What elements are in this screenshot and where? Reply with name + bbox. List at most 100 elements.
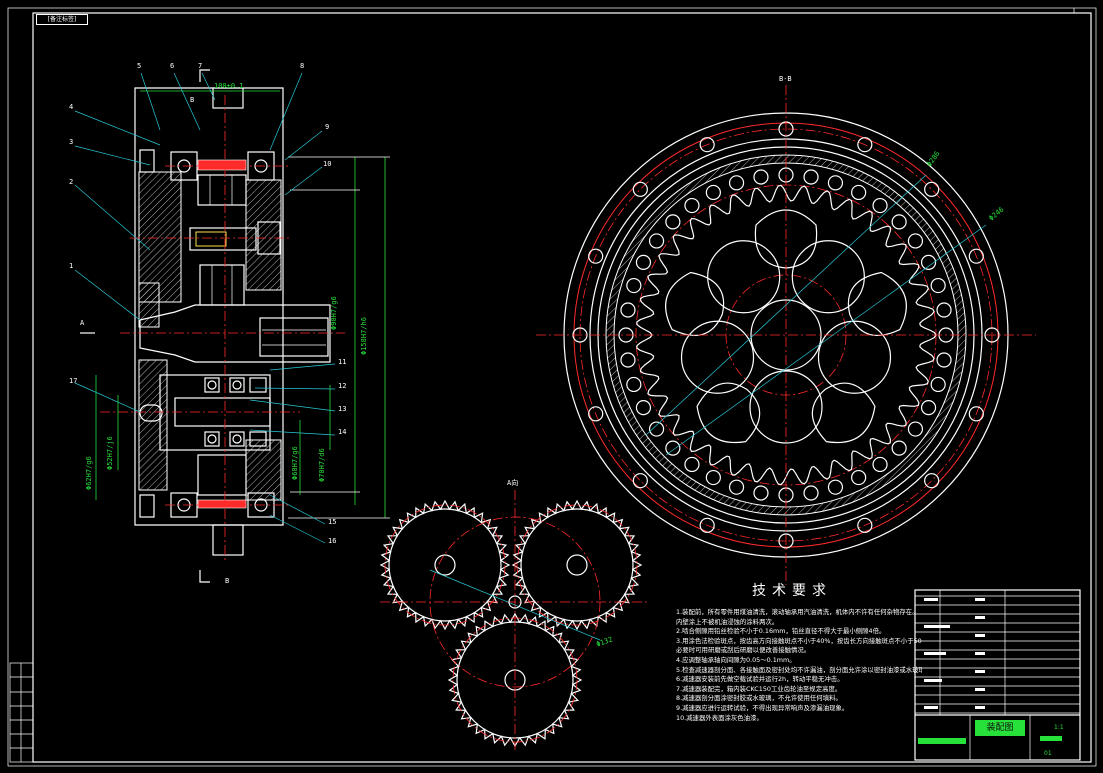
pin <box>803 169 819 185</box>
tech-req-item: 2.啮合侧隙用铅丝检验不小于0.16mm，铅丝直径不得大于最小侧隙4倍。 <box>676 627 886 636</box>
bolt-hole <box>857 517 873 533</box>
gear-pitch-circle <box>516 504 638 626</box>
arrow-label-b-bottom: B <box>225 577 230 585</box>
cutout-lobe <box>696 382 761 444</box>
pin <box>920 254 937 270</box>
pin <box>648 421 665 437</box>
bolt-hole <box>968 406 984 422</box>
title-block-entry <box>924 652 946 655</box>
title-block-entry <box>924 679 942 682</box>
pin <box>684 197 700 214</box>
bolt-hole <box>632 181 648 197</box>
title-block-entry <box>975 688 985 691</box>
part-number: 11 <box>338 358 347 366</box>
title-block-entry <box>975 706 985 709</box>
tech-req-item: 5.检查减速器剖分面、各接触面及密封处均不许漏油，剖分面允许涂以密封油漆或水玻璃… <box>676 665 922 674</box>
pin <box>891 440 907 456</box>
title-block-entry <box>975 634 985 637</box>
part-number: 8 <box>300 62 305 70</box>
part-number: 1 <box>69 262 74 270</box>
pin <box>930 376 946 393</box>
tech-req-item: 必要时可用研磨或刮后研磨以便改善接触情况。 <box>676 646 811 655</box>
pin <box>851 469 867 486</box>
pin <box>872 197 888 214</box>
inner-frame <box>32 12 1092 763</box>
pin <box>827 175 844 191</box>
fit-label: Φ62H7/g6 <box>85 456 93 490</box>
leader-lines <box>74 72 336 544</box>
arrow-label-a: A <box>80 319 85 327</box>
bolt-hole <box>699 517 715 533</box>
title-block-entry <box>924 598 938 601</box>
section-label: B-B <box>779 75 792 83</box>
part-number: 3 <box>69 138 74 146</box>
pin <box>851 184 867 201</box>
tech-req-item: 内壁涂上不被机油浸蚀的涂料两次。 <box>676 617 779 626</box>
bolt-hole <box>857 137 873 153</box>
pin <box>620 352 636 368</box>
pin <box>635 254 652 270</box>
cutout-lobe <box>811 382 876 444</box>
title-block-entry <box>975 652 985 655</box>
round-hole <box>680 320 755 394</box>
bolt-hole <box>968 248 984 264</box>
gear-outline <box>447 612 583 748</box>
gear-outline <box>511 499 643 631</box>
fit-label: Φ90H7/g6 <box>330 296 338 330</box>
tech-req-item: 9.减速器应进行运转试验，不得出现异常响声及渗漏油现象。 <box>676 703 849 712</box>
gear-bore <box>434 554 456 576</box>
tech-req-item: 3.用涂色法检验斑点，按齿高方向接触斑点不小于40%，按齿长方向接触斑点不小于5… <box>676 636 922 645</box>
pin <box>626 376 642 393</box>
pin <box>872 456 888 473</box>
gear-rim <box>520 508 634 622</box>
fit-label: Φ60H7/g6 <box>291 446 299 480</box>
pin <box>827 479 844 495</box>
sheet-number: 01 <box>1044 750 1052 757</box>
section-view <box>80 69 390 583</box>
pin <box>705 184 721 201</box>
part-number: 15 <box>328 518 337 526</box>
part-number: 2 <box>69 178 74 186</box>
gear-outline <box>379 499 511 631</box>
pin <box>648 233 665 249</box>
round-hole <box>707 240 781 314</box>
title-block <box>914 589 1081 761</box>
view-label: A向 <box>507 479 519 487</box>
gear-view <box>379 490 650 750</box>
fit-label: Φ52H7/j6 <box>106 436 114 470</box>
part-number: 14 <box>338 428 347 436</box>
pin <box>753 169 769 185</box>
tech-req-item: 8.减速器剖分面涂密封胶或水玻璃，不允许使用任何填料。 <box>676 694 842 703</box>
gear-bore <box>566 554 588 576</box>
gear-rim <box>388 508 502 622</box>
pin <box>753 485 769 501</box>
title-block-entry <box>924 706 938 709</box>
bolt-hole <box>924 473 940 489</box>
part-number: 17 <box>69 377 78 385</box>
pin <box>803 485 819 501</box>
tech-req-item: 6.减速器安装前先做空载试验并运行2h，转动平稳无冲击。 <box>676 675 844 684</box>
bolt-hole <box>924 181 940 197</box>
cutout-lobe <box>665 271 725 337</box>
pin <box>620 302 636 318</box>
part-number: 9 <box>325 123 330 131</box>
bolt-hole <box>588 248 604 264</box>
pin <box>626 277 642 294</box>
round-hole <box>817 320 892 394</box>
pin <box>665 214 681 230</box>
pin <box>665 440 681 456</box>
part-number: 12 <box>338 382 347 390</box>
pin <box>891 214 907 230</box>
title-block-entry <box>975 670 985 673</box>
pin <box>728 175 745 191</box>
tech-req-item: 1.装配前，所有零件用煤油清洗，滚动轴承用汽油清洗，机体内不许有任何杂物存在。 <box>676 608 919 616</box>
tech-req-title: 技术要求 <box>752 583 832 599</box>
pin <box>635 400 652 416</box>
title-block-entry <box>975 616 985 619</box>
bolt-hole <box>632 473 648 489</box>
title-block-entry <box>924 625 950 628</box>
pin <box>684 456 700 473</box>
margin-strip <box>9 662 34 763</box>
pin <box>930 277 946 294</box>
tech-req-item: 4.应调整轴承轴向间隙为0.05～0.1mm。 <box>676 655 796 664</box>
